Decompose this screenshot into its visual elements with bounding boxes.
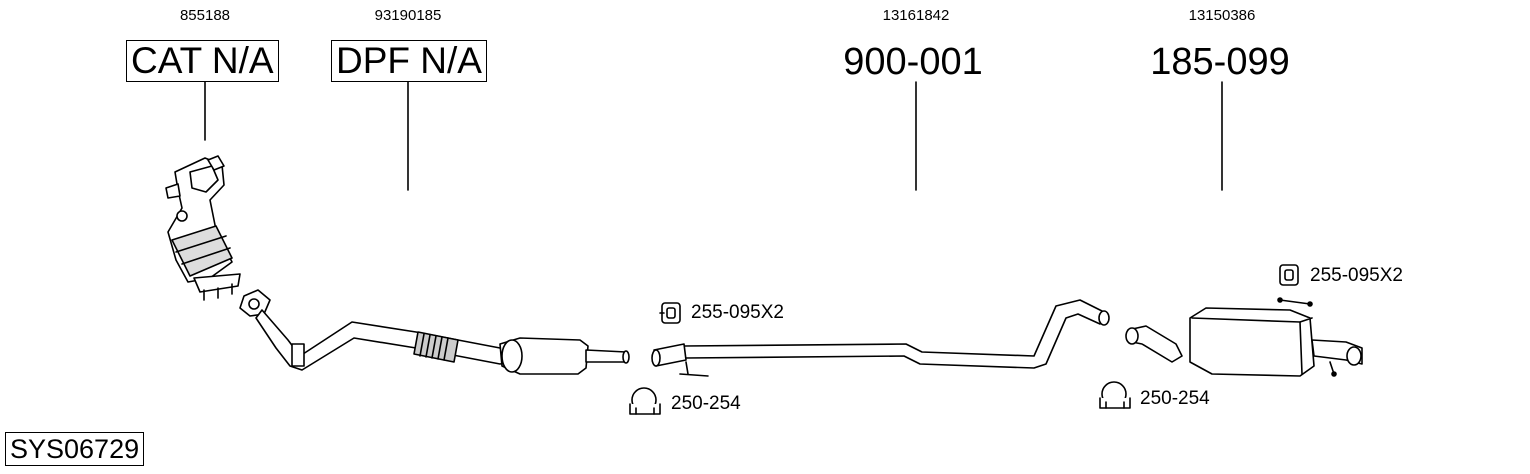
part-code-rear-silencer[interactable]: 185-099 (1150, 41, 1290, 83)
dpf-canister-icon (499, 337, 630, 375)
intermediate-pipe-icon (651, 299, 1110, 377)
front-pipe-icon (239, 289, 513, 371)
accessory-code-clamp[interactable]: 250-254 (1140, 388, 1210, 409)
catalytic-converter-icon (165, 155, 241, 301)
oem-number: 93190185 (374, 7, 442, 24)
oem-number: 13161842 (882, 7, 950, 24)
part-code-intermediate-pipe[interactable]: 900-001 (843, 41, 983, 83)
accessory-code-hanger[interactable]: 255-095X2 (691, 302, 784, 323)
pipe-clamp-icon (629, 387, 661, 415)
pipe-clamp-icon (1099, 381, 1131, 409)
system-code: SYS06729 (5, 432, 145, 466)
oem-number: 855188 (179, 7, 231, 24)
accessory-code-clamp[interactable]: 250-254 (671, 393, 741, 414)
rear-silencer-icon (1125, 297, 1363, 377)
accessory-code-hanger[interactable]: 255-095X2 (1310, 265, 1403, 286)
part-code-dpf[interactable]: DPF N/A (331, 40, 487, 82)
rubber-hanger-icon (659, 302, 681, 324)
part-code-cat[interactable]: CAT N/A (126, 40, 279, 82)
oem-number: 13150386 (1188, 7, 1256, 24)
rubber-hanger-icon (1279, 264, 1299, 286)
